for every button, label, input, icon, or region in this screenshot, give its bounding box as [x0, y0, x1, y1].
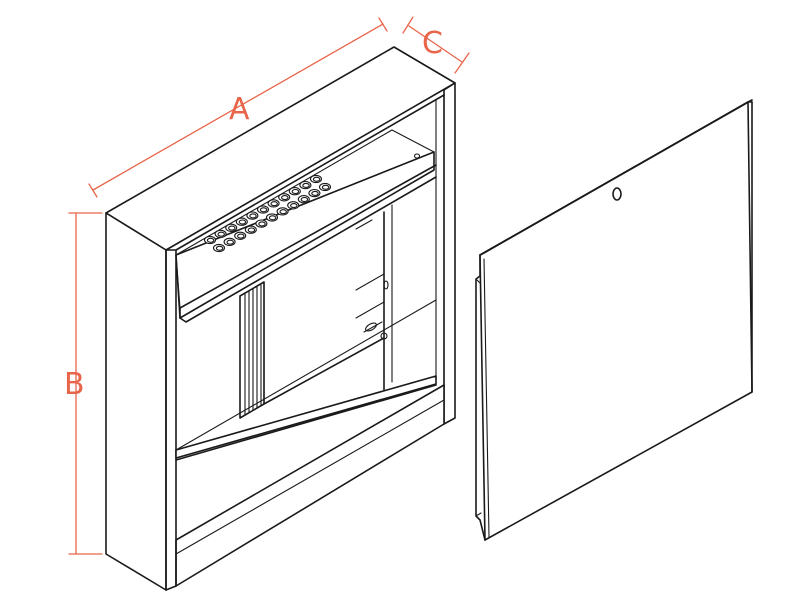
rail-hole-inner	[312, 176, 321, 182]
rail-hole-inner	[226, 239, 234, 245]
rail-hole-inner	[270, 201, 278, 207]
door-edge	[479, 99, 753, 256]
cabinet-box	[105, 46, 456, 591]
rail-hole-inner	[321, 184, 330, 190]
cabinet-left-side	[105, 212, 167, 591]
rail-hole-inner	[215, 245, 224, 251]
rail-hole-inner	[217, 231, 225, 237]
rail-hole-inner	[302, 182, 310, 188]
cabinet-right-front-edge	[443, 82, 456, 425]
rail-hole-inner	[291, 188, 300, 195]
dimension-label-c: C	[422, 26, 443, 61]
rail-hole-inner	[268, 215, 277, 221]
dimension-label-b: B	[64, 367, 85, 402]
dimension-a: A	[88, 17, 388, 198]
cabinet-door	[475, 99, 753, 541]
inner-bottom-rail	[175, 375, 437, 459]
rail-hole-inner	[311, 190, 319, 196]
dimension-c: C	[402, 16, 470, 74]
rail-hole-inner	[206, 237, 215, 243]
dimension-label-a: A	[229, 92, 250, 127]
door-lock-icon	[612, 187, 622, 201]
rail-hole-inner	[259, 207, 268, 213]
rail-hole-inner	[279, 209, 287, 215]
rail-hole-inner	[249, 213, 257, 219]
rail-hole-inner	[300, 196, 309, 203]
door-front-face	[479, 101, 753, 541]
dimension-b: B	[64, 212, 103, 555]
rail-hole-inner	[290, 203, 298, 209]
rail-hole-inner	[247, 227, 256, 233]
rail-hole-inner	[237, 233, 245, 239]
rail-hole-inner	[258, 221, 266, 227]
rail-hole-inner	[228, 225, 236, 231]
rail-hole-inner	[281, 195, 289, 201]
rail-holes	[203, 174, 332, 253]
din-rail-left	[239, 281, 265, 419]
rail-hole-inner	[238, 219, 247, 225]
